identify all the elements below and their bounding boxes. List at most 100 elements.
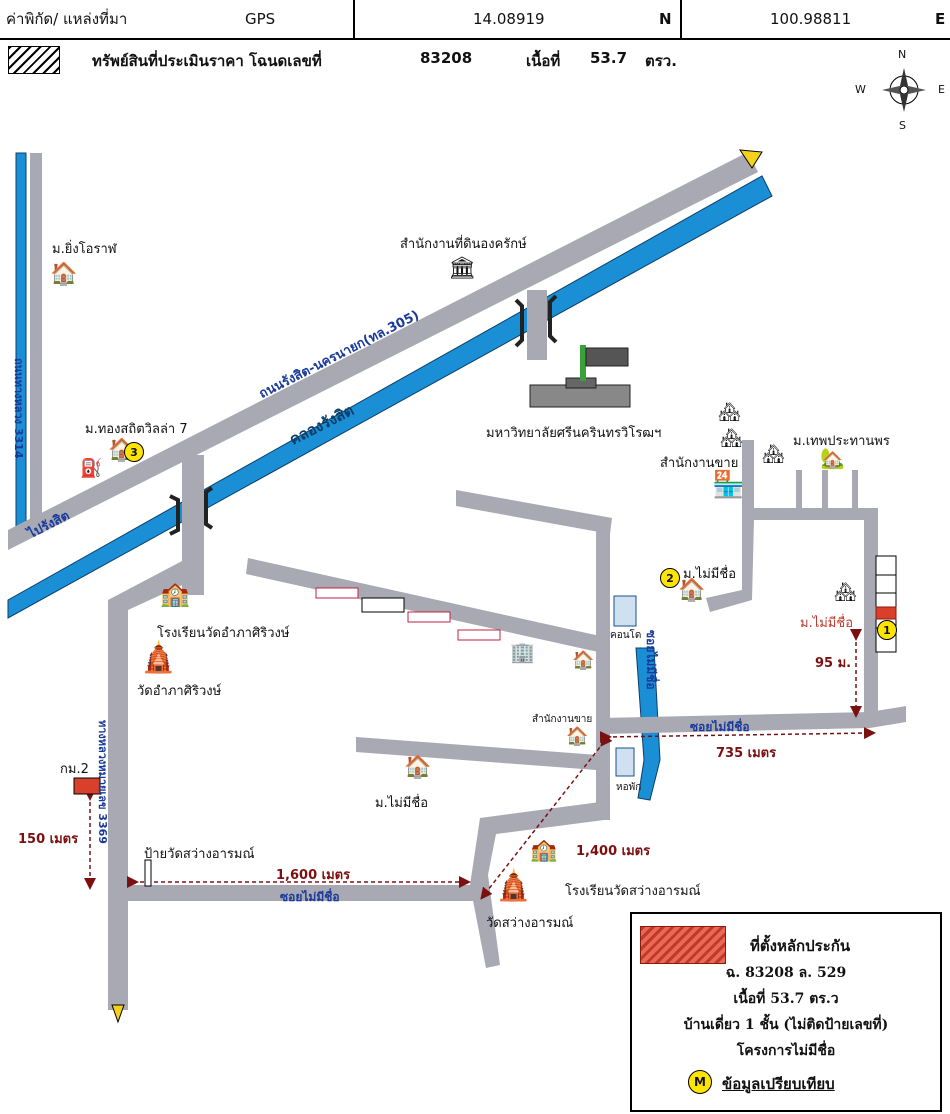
school-icon-ampha: 🏫 bbox=[160, 580, 190, 608]
distance-1400: 1,400 เมตร bbox=[576, 844, 651, 859]
compass-w: W bbox=[855, 83, 866, 96]
distance-95: 95 ม. bbox=[815, 656, 852, 671]
label-thongsathit: ม.ทองสถิตวิลล่า 7 bbox=[85, 422, 188, 437]
house-icon-subject: 🏘 bbox=[834, 582, 857, 603]
sign-icon bbox=[144, 859, 152, 887]
label-wat-ampha: วัดอำภาศิริวงษ์ bbox=[137, 684, 222, 699]
label-wat-sawang: วัดสว่างอารมณ์ bbox=[486, 916, 574, 931]
compass-icon bbox=[882, 68, 926, 112]
deed-number: 83208 bbox=[420, 49, 473, 67]
label-ying-orapha: ม.ยิ่งโอราฬ bbox=[52, 242, 117, 257]
road-305 bbox=[8, 152, 758, 550]
soi-main bbox=[600, 706, 906, 734]
label-soi-main: ซอยไม่มีชื่อ bbox=[690, 720, 750, 734]
lon-cell: 100.98811 E bbox=[682, 0, 950, 38]
label-sign-sawang: ป้ายวัดสว่างอารมณ์ bbox=[144, 847, 255, 862]
soi-bottom bbox=[128, 885, 473, 901]
label-sales-office: สำนักงานขาย bbox=[660, 456, 739, 471]
label-land-office: สำนักงานที่ดินองครักษ์ bbox=[400, 237, 527, 252]
house-icon-ying: 🏠 bbox=[50, 262, 78, 287]
label-swu: มหาวิทยาลัยศรีนครินทรวิโรฒฯ bbox=[486, 426, 662, 441]
compass-s: S bbox=[899, 119, 906, 132]
label-thep-prathan: ม.เทพประทานพร bbox=[793, 434, 890, 449]
road-305-arrow bbox=[739, 149, 763, 169]
km2-marker-icon bbox=[73, 777, 101, 795]
soi-central bbox=[596, 520, 610, 820]
left-canal bbox=[15, 152, 27, 534]
legend-subject-title: ที่ตั้งหลักประกัน bbox=[750, 937, 851, 955]
road-3369-upper bbox=[182, 455, 204, 595]
subject-plot bbox=[875, 606, 897, 620]
school-icon-sawang: 🏫 bbox=[530, 838, 558, 863]
legend-house-line: บ้านเดี่ยว 1 ชั้น (ไม่ติดป้ายเลขที่) bbox=[683, 1017, 889, 1033]
comparison-badge-2: 2 bbox=[660, 568, 680, 588]
sales-office-icon: 🏪 bbox=[712, 470, 745, 500]
label-road-3314: ถนนทางหลวง 3314 bbox=[12, 358, 25, 459]
label-dorm: หอพัก bbox=[616, 782, 642, 793]
latitude-value: 14.08919 bbox=[473, 10, 545, 28]
legend-box: ที่ตั้งหลักประกัน ฉ. 83208 ล. 529 เนื้อท… bbox=[630, 912, 942, 1112]
lat-cell: 14.08919 N bbox=[355, 0, 682, 38]
legend-area-line: เนื้อที่ 53.7 ตร.ว bbox=[733, 991, 839, 1007]
legend-subject-swatch bbox=[640, 926, 726, 964]
soi-stub-3 bbox=[852, 470, 858, 510]
legend-deed-line: ฉ. 83208 ล. 529 bbox=[725, 965, 847, 981]
area-unit: ตรว. bbox=[645, 52, 677, 70]
road-swu bbox=[527, 290, 547, 360]
area-value: 53.7 bbox=[590, 49, 628, 67]
tree-icon-2: 🏘 bbox=[720, 428, 743, 449]
building-icon-center: 🏢 bbox=[510, 640, 535, 664]
house-row-1 bbox=[315, 587, 359, 599]
label-soi-vertical: ซอยไม่มีชื่อ bbox=[644, 630, 658, 690]
gas-station-icon: ⛽ bbox=[80, 458, 103, 479]
khlong-rangsit-canal bbox=[7, 175, 773, 619]
soi-stub-1 bbox=[796, 470, 802, 510]
road-3314 bbox=[30, 153, 42, 530]
legend-comparison-symbol: M bbox=[688, 1070, 712, 1094]
comparison-badge-1: 1 bbox=[877, 620, 897, 640]
compass-e: E bbox=[938, 83, 945, 96]
temple-icon-sawang: 🛕 bbox=[495, 868, 533, 903]
label-soi-bottom: ซอยไม่มีชื่อ bbox=[280, 890, 340, 904]
soi-thep bbox=[742, 440, 754, 520]
dorm-icon bbox=[615, 747, 635, 777]
distance-735: 735 เมตร bbox=[716, 746, 777, 761]
road-3369 bbox=[108, 560, 204, 1010]
house-icon-center: 🏠 bbox=[572, 650, 595, 671]
label-road-3369: ทางหลวงหมายเลข 3369 bbox=[96, 720, 109, 844]
label-no-name-lower: ม.ไม่มีชื่อ bbox=[375, 796, 429, 811]
bridge-right bbox=[514, 294, 558, 348]
road-3369-arrow bbox=[111, 1004, 125, 1024]
tree-icon-1: 🏘 bbox=[718, 402, 741, 423]
compass-n: N bbox=[898, 48, 907, 61]
property-text: ทรัพย์สินที่ประเมินราคา โฉนดเลขที่ bbox=[92, 52, 322, 70]
soi-top-center bbox=[456, 490, 612, 534]
dist-1400-line bbox=[480, 733, 613, 900]
condo-icon bbox=[613, 595, 637, 627]
gps-source: GPS bbox=[245, 10, 276, 28]
office-icon-land: 🏛 bbox=[448, 256, 476, 281]
bridge-left bbox=[169, 486, 214, 536]
label-condo: คอนโด bbox=[610, 630, 642, 641]
label-no-name-subject: ม.ไม่มีชื่อ bbox=[800, 616, 854, 631]
latitude-dir: N bbox=[659, 10, 672, 28]
tree-icon-3: 🏘 bbox=[762, 444, 785, 465]
label-school-ampha: โรงเรียนวัดอำภาศิริวงษ์ bbox=[157, 626, 290, 641]
soi-bottom-diag bbox=[470, 875, 500, 968]
soi-lower-left bbox=[356, 737, 598, 770]
coord-cell: ค่าพิกัด/ แหล่งที่มา GPS bbox=[0, 0, 355, 38]
house-row-4 bbox=[457, 629, 501, 641]
house-row-3 bbox=[407, 611, 451, 623]
soi-top-right bbox=[742, 508, 878, 520]
dist-735-line bbox=[599, 727, 876, 744]
label-school-sawang: โรงเรียนวัดสว่างอารมณ์ bbox=[565, 884, 701, 899]
legend-comparison-label: ข้อมูลเปรียบเทียบ bbox=[722, 1075, 835, 1093]
house-icon-noname: 🏠 bbox=[404, 755, 432, 780]
temple-icon-ampha: 🛕 bbox=[140, 640, 178, 675]
soi-subject-vertical bbox=[864, 510, 878, 726]
house-icon-comp2: 🏠 bbox=[678, 578, 706, 603]
area-label: เนื้อที่ bbox=[526, 52, 561, 70]
house-row-2 bbox=[361, 597, 405, 613]
distance-1600: 1,600 เมตร bbox=[276, 868, 351, 883]
